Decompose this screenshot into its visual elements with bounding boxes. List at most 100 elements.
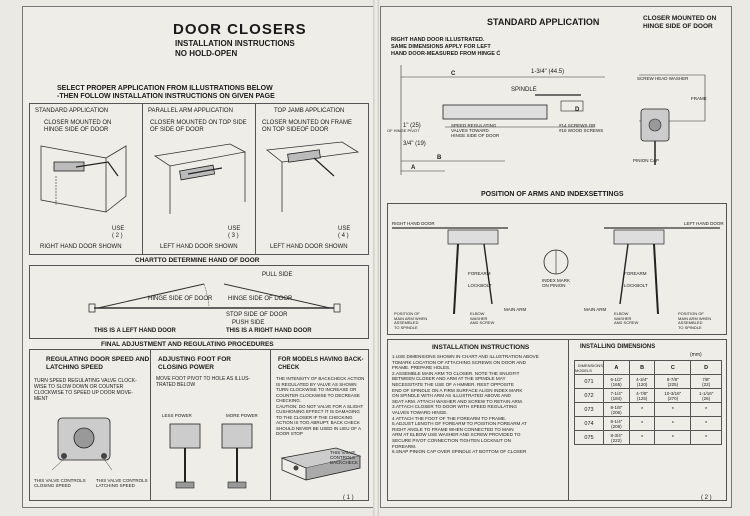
forearm-right-label: FOREARM [624, 271, 647, 276]
dim-2-label: 3/4" (19) [403, 141, 426, 147]
mainarm-left-label: MAIN ARM [504, 307, 527, 312]
table-corner: DIMENSIONS MODELS [574, 360, 604, 375]
table-row: 073 8-1/8" (206) * * * [574, 402, 722, 417]
page-subtitle-2: NO HOLD-OPEN [175, 49, 238, 58]
adjust-heading: FINAL ADJUSTMENT AND REGULATING PROCEDUR… [101, 341, 274, 348]
door-hand-diagram [88, 283, 341, 313]
hinge-pivot-label: OF HINGE PIVOT [387, 128, 420, 133]
page-number-left: ( 1 ) [343, 495, 354, 501]
app-parallel-title: PARALLEL ARM APPLICATION [148, 108, 233, 114]
page-number-right: ( 2 ) [701, 495, 712, 501]
right-page: STANDARD APPLICATION CLOSER MOUNTED ON H… [380, 6, 732, 508]
install-heading: INSTALLATION INSTRUCTIONS [432, 344, 530, 351]
lockbolt-right-label: LOCKBOLT [624, 283, 648, 288]
speed-text: TURN SPEED REGULATING VALVE CLOCK- WISE … [34, 378, 137, 402]
left-page: DOOR CLOSERS INSTALLATION INSTRUCTIONS N… [22, 6, 374, 508]
speed-title: REGULATING DOOR SPEED AND LATCHING SPEED [46, 356, 150, 371]
less-power-label: LESS POWER [162, 413, 192, 418]
intro-note: RIGHT HAND DOOR ILLUSTRATED. SAME DIMENS… [391, 37, 501, 57]
app-parallel-caption: LEFT HAND DOOR SHOWN [160, 244, 238, 250]
backcheck-text: THE INTENSITY OF BACKCHECK ACTION IS REG… [276, 376, 365, 436]
col-header-a: A [603, 360, 630, 375]
page-title: DOOR CLOSERS [173, 21, 307, 38]
table-row: 072 7-1/4" (184) 4-7/8" (125) 10-3/16" (… [574, 388, 722, 403]
arms-heading: POSITION OF ARMS AND INDEXSETTINGS [481, 191, 624, 198]
elbow-left-label: ELBOW WASHER AND SCREW [470, 311, 495, 325]
backcheck-title: FOR MODELS HAVING BACK- CHECK [278, 357, 364, 371]
elbow-right-label: ELBOW WASHER AND SCREW [614, 311, 639, 325]
install-panel: INSTALLATION INSTRUCTIONS 1.USE DIMENSIO… [387, 339, 727, 501]
app-topjamb-caption: LEFT HAND DOOR SHOWN [270, 244, 348, 250]
frame-label: FRAME [691, 96, 707, 101]
speed-valve-illustration [51, 417, 113, 471]
parallel-app-illustration [153, 143, 247, 214]
hand-chart-heading: CHARTTO DETERMINE HAND OF DOOR [135, 257, 260, 264]
hinge-side-left-label: HINGE SIDE OF DOOR [148, 296, 213, 302]
foot-text: MOVE FOOT PIVOT TO HOLE AS ILLUS- TRATED… [156, 376, 251, 388]
standard-app-illustration [40, 145, 127, 213]
arms-diagram [392, 227, 720, 315]
backcheck-illustration [280, 447, 362, 481]
select-heading: SELECT PROPER APPLICATION FROM ILLUSTRAT… [57, 85, 273, 92]
screw-head-label: SCREW HEAD WASHER [637, 76, 689, 81]
push-side-label: PUSH SIDE [232, 320, 265, 326]
hand-chart-panel: PULL SIDE HINGE SIDE OF DOOR HINGE SIDE … [29, 265, 369, 339]
position-right-label: POSITION OF MAIN ARM WHEN ASSEMBLED TO S… [678, 311, 712, 330]
app-parallel-desc: CLOSER MOUNTED ON TOP SIDE OF SIDE OF DO… [150, 120, 247, 133]
dim-d-label: D [575, 107, 580, 113]
lh-door-label: LEFT HAND DOOR [684, 221, 724, 226]
foot-title: ADJUSTING FOOT FOR CLOSING POWER [158, 356, 231, 371]
forearm-left-label: FOREARM [468, 271, 491, 276]
pull-side-label: PULL SIDE [262, 272, 293, 278]
position-left-label: POSITION OF MAIN ARM WHEN ASSEMBLED TO S… [394, 311, 428, 330]
col-header-d: D [690, 360, 722, 375]
page-subtitle: INSTALLATION INSTRUCTIONS [175, 39, 295, 48]
app-topjamb-use: USE [338, 226, 351, 232]
app-standard-use: USE [112, 226, 125, 232]
backcheck-valve-label: THIS VALVE CONTROLS BACKCHECK [330, 450, 359, 465]
closing-speed-label: THIS VALVE CONTROLS CLOSING SPEED [34, 478, 86, 488]
dim-c-label: C [451, 71, 456, 77]
app-topjamb-page: ( 4 ) [338, 233, 349, 239]
app-topjamb-title: TOP JAMB APPLICATION [274, 108, 345, 114]
table-row: 075 8-3/4" (222) * * * [574, 430, 722, 445]
install-steps: 1.USE DIMENSIONS SHOWN IN CHART AND ILLU… [392, 354, 539, 455]
col-header-c: C [654, 360, 692, 375]
table-row: 074 8-1/4" (209) * * * [574, 416, 722, 431]
app-standard-page: ( 2 ) [112, 233, 123, 239]
latching-speed-label: THIS VALVE CONTROLS LATCHING SPEED [96, 478, 148, 488]
adjust-panel: REGULATING DOOR SPEED AND LATCHING SPEED… [29, 349, 369, 501]
dimensions-unit: (mm) [690, 352, 702, 358]
page-fold [373, 0, 379, 516]
more-power-label: MORE POWER [226, 413, 258, 418]
screws-label: #14 SCREWS OR #16 WOOD SCREWS [559, 123, 604, 133]
right-hand-caption: THIS IS A RIGHT HAND DOOR [226, 328, 312, 334]
arms-panel: RIGHT HAND DOOR LEFT HAND DOOR INDEX MAR… [387, 203, 727, 335]
mainarm-right-label: MAIN ARM [584, 307, 607, 312]
select-heading-2: -THEN FOLLOW INSTALLATION INSTRUCTIONS O… [57, 93, 275, 100]
left-hand-caption: THIS IS A LEFT HAND DOOR [94, 328, 176, 334]
applications-panel: STANDARD APPLICATION CLOSER MOUNTED ON H… [29, 103, 369, 255]
valves-label: SPEED REGULATING VALVES TOWARD HINGE SID… [451, 123, 500, 138]
app-topjamb-desc: CLOSER MOUNTED ON FRAME ON TOP SIDEOF DO… [262, 120, 353, 133]
app-parallel-page: ( 3 ) [228, 233, 239, 239]
col-header-b: B [628, 360, 656, 375]
app-standard-desc: CLOSER MOUNTED ON HINGE SIDE OF DOOR [44, 120, 112, 133]
lockbolt-left-label: LOCKBOLT [468, 283, 492, 288]
hinge-side-right-label: HINGE SIDE OF DOOR [228, 296, 293, 302]
app-standard-caption: RIGHT HAND DOOR SHOWN [40, 244, 122, 250]
dim-a-letter: A [411, 165, 416, 171]
dimension-diagram [400, 65, 706, 175]
app-parallel-use: USE [228, 226, 241, 232]
pinion-cap-label: PINION CAP [633, 158, 660, 163]
app-standard-title: STANDARD APPLICATION [35, 108, 109, 114]
dimensions-table: DIMENSIONS MODELS A B C D 071 6-1/2" (16… [574, 360, 722, 445]
stop-side-label: STOP SIDE OF DOOR [226, 312, 288, 318]
dim-b-label: B [437, 155, 442, 161]
topjamb-app-illustration [265, 141, 360, 212]
standard-app-title: STANDARD APPLICATION [487, 17, 600, 27]
foot-adjust-illustration [169, 423, 253, 489]
dimensions-heading: INSTALLING DIMENSIONS [580, 344, 656, 350]
index-mark-label: INDEX MARK ON PINION [542, 278, 571, 288]
